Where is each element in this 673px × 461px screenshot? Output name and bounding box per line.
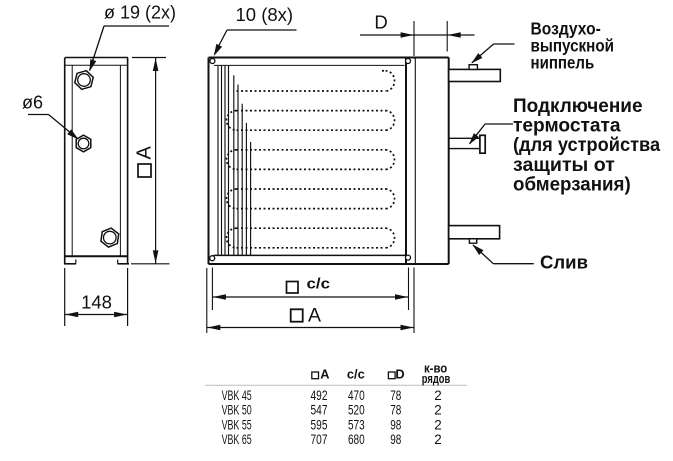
svg-text:78: 78 — [390, 403, 401, 418]
svg-text:547: 547 — [311, 403, 328, 418]
svg-text:78: 78 — [390, 388, 401, 403]
svg-text:595: 595 — [311, 417, 328, 432]
svg-text:D: D — [374, 11, 387, 32]
svg-text:VBK 50: VBK 50 — [222, 403, 252, 418]
svg-text:A: A — [134, 146, 156, 160]
svg-text:VBK 45: VBK 45 — [222, 388, 252, 403]
svg-text:470: 470 — [348, 388, 365, 403]
svg-text:98: 98 — [390, 417, 401, 432]
svg-text:573: 573 — [348, 417, 365, 432]
svg-text:680: 680 — [348, 432, 365, 447]
svg-text:98: 98 — [390, 432, 401, 447]
svg-text:Воздухо-: Воздухо- — [531, 18, 601, 38]
svg-text:2: 2 — [434, 432, 441, 447]
svg-text:защиты от: защиты от — [513, 154, 615, 176]
svg-text:ниппель: ниппель — [531, 52, 595, 72]
svg-text:(для устройства: (для устройства — [513, 134, 660, 156]
svg-text:148: 148 — [81, 292, 112, 313]
svg-text:Подключение: Подключение — [513, 95, 643, 117]
svg-text:492: 492 — [311, 388, 328, 403]
svg-text:Слив: Слив — [540, 252, 588, 273]
svg-text:c/c: c/c — [347, 367, 365, 382]
svg-text:2: 2 — [434, 417, 441, 432]
svg-text:520: 520 — [348, 403, 365, 418]
svg-text:термостата: термостата — [513, 115, 621, 137]
svg-text:ø6: ø6 — [22, 93, 43, 113]
svg-text:рядов: рядов — [422, 371, 450, 386]
svg-text:2: 2 — [434, 388, 441, 403]
svg-text:10 (8x): 10 (8x) — [236, 4, 294, 25]
svg-text:c/c: c/c — [307, 277, 331, 293]
svg-text:2: 2 — [434, 403, 441, 418]
svg-text:к-во: к-во — [424, 360, 447, 375]
svg-text:обмерзания): обмерзания) — [513, 173, 631, 195]
svg-text:D: D — [395, 367, 404, 382]
svg-text:707: 707 — [311, 432, 328, 447]
svg-text:VBK 65: VBK 65 — [222, 432, 252, 447]
svg-text:A: A — [320, 367, 329, 382]
svg-text:выпускной: выпускной — [531, 35, 615, 55]
svg-text:ø 19 (2x): ø 19 (2x) — [104, 3, 176, 23]
svg-text:A: A — [308, 305, 321, 327]
svg-text:VBK 55: VBK 55 — [222, 417, 252, 432]
